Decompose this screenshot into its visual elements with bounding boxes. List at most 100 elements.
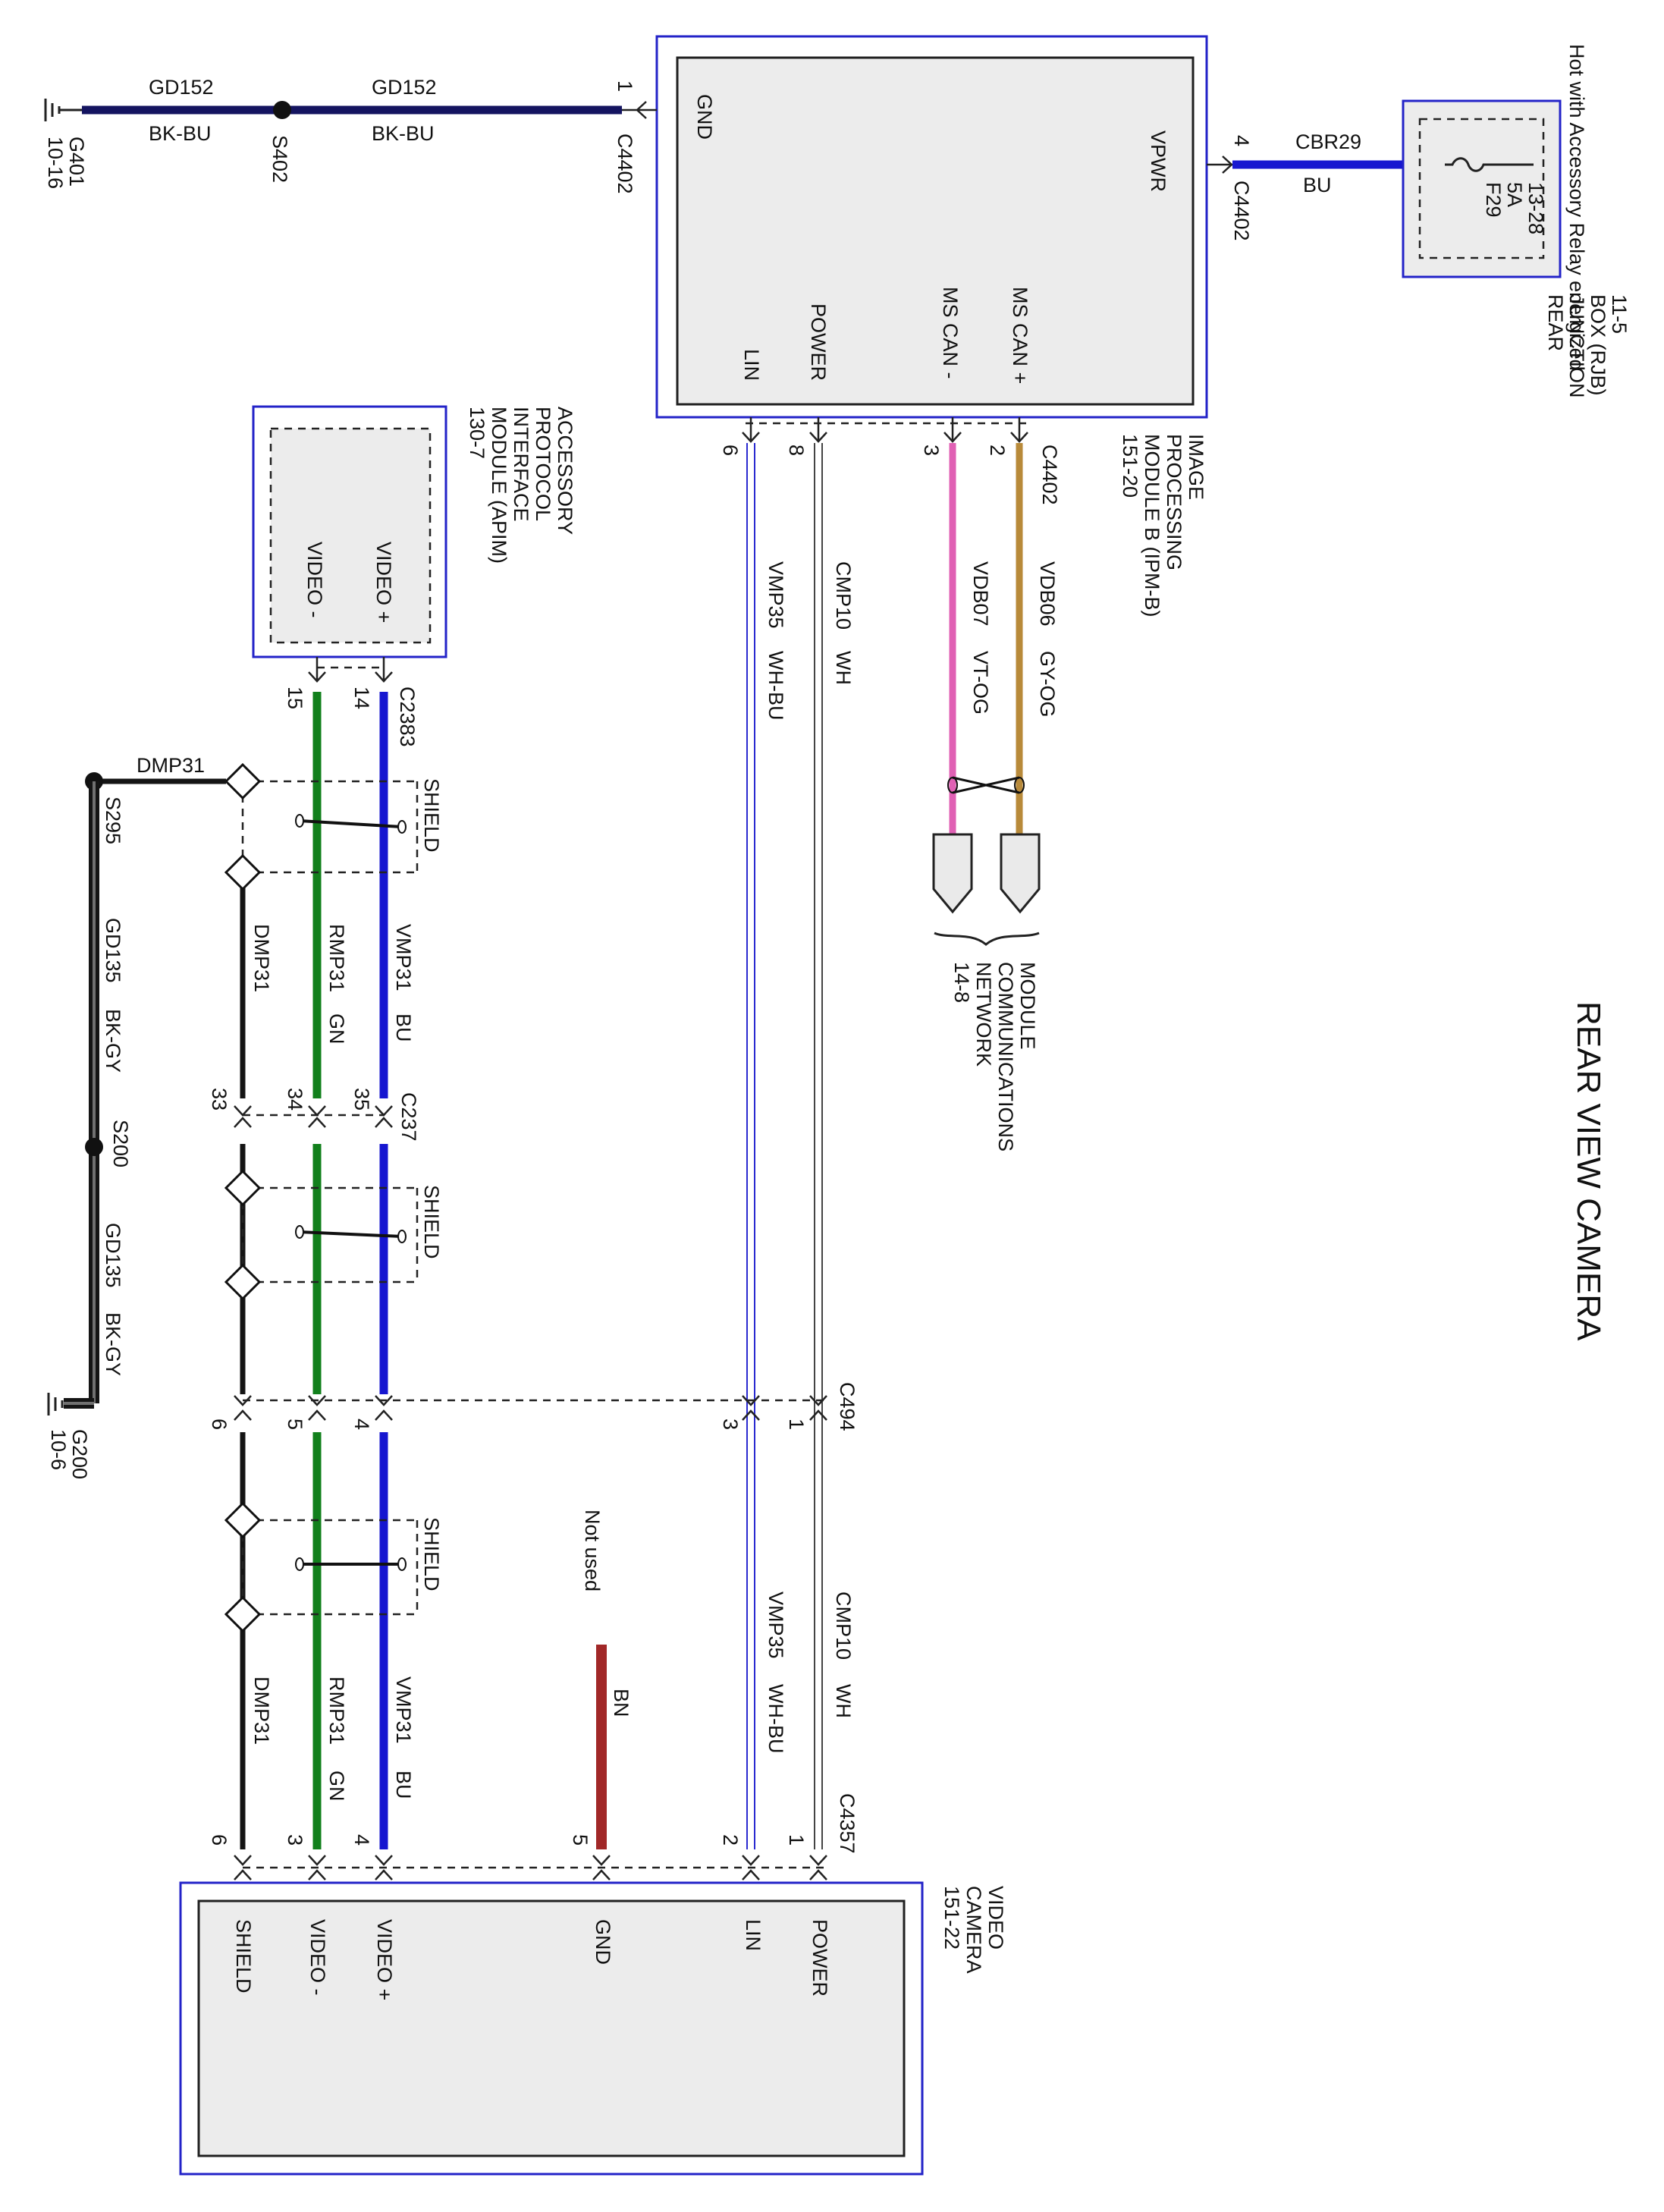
c4357-pin4-symbol [375,1855,393,1881]
cmp10-circuit-top: CMP10 [832,561,855,630]
shield-twist-end [295,1557,304,1571]
cbr29-circuit: CBR29 [1295,130,1361,153]
splice-s402-dot [273,101,291,119]
c4402-pin8-arrow [809,417,827,443]
rjb-partial-box [1418,118,1545,259]
rjb-outline [1402,99,1562,278]
shield-twist-end [295,814,304,828]
c494-pin5: 5 [284,1419,306,1430]
ms-can-wires: VDB06 GY-OG VDB07 VT-OG MODULE COMMUNICA… [932,443,1059,1152]
gd135-color-1: BK-GY [102,1009,124,1073]
c4357-pin2-symbol [742,1855,760,1881]
video-wires: VMP31 BU RMP31 GN DMP31 VMP31 BU RMP31 G… [240,692,415,1849]
camera-pin-video-plus: VIDEO + [373,1919,396,2000]
gd152-circuit-right: GD152 [372,76,437,99]
c4357-pin3-symbol [308,1855,326,1881]
connector-c4402-pin1-arrow [622,101,657,119]
fuse-f29-icon [1445,157,1534,172]
video-camera-module: POWER LIN GND VIDEO + VIDEO - SHIELD VID… [179,1881,1007,2176]
shield-twist [299,1230,403,1238]
shield-terminal [224,1501,262,1539]
c4357-pin1: 1 [785,1834,808,1846]
shield-label-1: SHIELD [420,778,443,853]
rjb-hot-note: Hot with Accessory Relay energized [1565,44,1588,371]
c2383-label: C2383 [396,687,419,747]
ipm-pin-power: POWER [807,303,830,381]
c4402-pin2-arrow [1010,417,1028,443]
camera-body [197,1899,906,2157]
c237-label: C237 [397,1092,420,1142]
camera-name-line: CAMERA [962,1886,985,1974]
camera-pin-video-minus: VIDEO - [306,1919,329,1996]
cmp10-circuit-bottom: CMP10 [832,1591,855,1660]
vdb06-circuit: VDB06 [1036,561,1059,627]
fuse-label-line: F29 [1482,182,1505,218]
c4357-pin1-symbol [809,1855,827,1881]
camera-gnd-wire: Not used BN [581,1510,633,1849]
vmp31-circuit-1: VMP31 [392,924,415,991]
dmp31-circuit-1: DMP31 [250,924,273,992]
gd135-color-2: BK-GY [102,1312,124,1376]
c494-pin5-symbol [308,1395,326,1421]
apim-name-line: 130-7 [466,407,488,459]
ground-circuit-gd152: GD152 BK-BU GD152 BK-BU S402 G401 10-16 … [44,76,657,194]
rmp31-color-1: GN [325,1013,348,1045]
shield-section-1: SHIELD [224,762,443,891]
c4402-pin1: 1 [614,80,636,92]
vmp35-circuit-bottom: VMP35 [764,1591,787,1659]
c4402-pin3-arrow [943,417,962,443]
shield-terminal [224,1169,262,1207]
ipm-b-body [676,56,1195,406]
c4357-pin6: 6 [208,1834,231,1846]
rjb-name-line: 11-5 [1608,294,1631,334]
dmp31-circuit-2: DMP31 [250,1676,273,1745]
c4357-pin2: 2 [719,1834,742,1846]
apim-name-line: ACCESSORY [554,407,576,535]
network-name-line: 14-8 [950,962,973,1003]
c237-pin35: 35 [350,1088,373,1111]
splice-s200-label: S200 [109,1120,132,1167]
splice-s200-dot [85,1138,103,1156]
ipm-name: IMAGE PROCESSING MODULE B (IPM-B) 151-20 [1119,434,1207,617]
fuse-f29-label: F29 5A 13-28 [1482,182,1547,234]
network-name-line: NETWORK [972,962,995,1067]
gd152-color-right: BK-BU [372,122,435,145]
vmp35-color-bottom: WH-BU [764,1684,787,1753]
rmp31-color-2: GN [325,1771,348,1802]
shield-terminal [224,1263,262,1301]
not-used-label: Not used [581,1510,604,1591]
c4402-pin8: 8 [785,445,808,456]
c494-pin1: 1 [785,1419,808,1430]
vmp31-circuit-2: VMP31 [392,1676,415,1744]
shield-twist [299,819,403,828]
cmp10-color-top: WH [832,651,855,685]
connector-c494: 1 3 4 5 6 C494 [208,1382,859,1431]
ipm-pin-ms-can-plus: MS CAN + [1009,287,1031,384]
c2383-pin15: 15 [284,687,306,709]
ipm-name-line: IMAGE [1185,434,1207,500]
dmp31-drain-label: DMP31 [137,754,205,777]
gd135-circuit-2: GD135 [102,1223,124,1288]
vmp31-color-1: BU [392,1013,415,1042]
gd152-color-left: BK-BU [149,122,212,145]
c494-pin6: 6 [208,1419,231,1430]
network-brace [934,932,1040,946]
c4357-pin5: 5 [569,1834,592,1846]
network-name: MODULE COMMUNICATIONS NETWORK 14-8 [950,962,1039,1152]
c4402-label-power: C4402 [1230,181,1253,241]
ipm-b-module: GND VPWR MS CAN + MS CAN - POWER LIN IMA… [655,35,1208,617]
ipm-name-line: MODULE B (IPM-B) [1141,434,1163,617]
c494-pin4: 4 [350,1419,373,1430]
c4402-pin6-arrow [742,417,760,443]
apim-body [269,427,432,644]
network-name-line: MODULE [1016,962,1039,1050]
shield-label-2: SHIELD [420,1185,443,1259]
network-connector-minus [932,833,973,914]
c494-pin3: 3 [719,1419,742,1430]
ipm-pin-lin: LIN [740,349,763,381]
ipm-name-line: 151-20 [1119,434,1141,498]
cbr29-color: BU [1303,174,1332,196]
c4402-pin2: 2 [986,445,1009,456]
shield-twist-end [295,1225,304,1239]
